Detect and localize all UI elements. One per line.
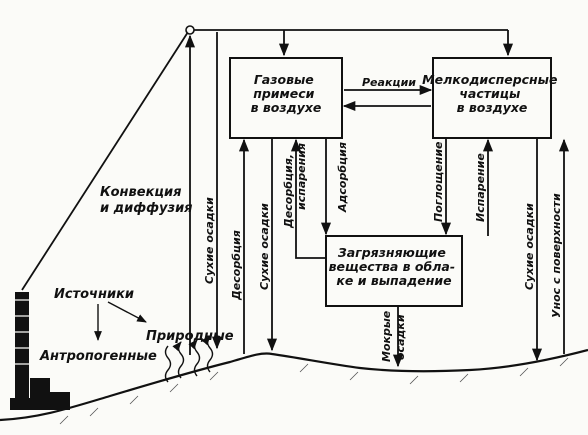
dry-deposition-mid-label: Сухие осадки [258,203,271,290]
adsorption-label: Адсорбция [336,142,349,213]
desorption-evaporation-arrow [290,138,326,259]
natural-emission-icon [164,335,214,383]
particles-box-line-3: в воздухе [457,100,528,115]
gas-box-line-3: в воздухе [251,100,322,115]
particles-box [432,57,552,139]
natural-label: Природные [146,329,234,344]
anthropogenic-label: Антропогенные [39,349,157,364]
reactions-label: Реакции [362,76,416,89]
desorption-evaporation-label-2: испарения [295,143,308,210]
gas-box-line-1: Газовые [254,72,314,87]
sources-to-natural-arrow [107,301,147,323]
dry-deposition-right-label: Сухие осадки [523,203,536,290]
gas-box [229,57,343,139]
desorption-evaporation-label-1: Десорбция, [282,154,295,229]
surface-removal-label: Унос с поверхности [550,193,563,318]
convection-line [21,31,189,291]
cloud-box-line-1: Загрязняющие [338,245,446,260]
ground-line [0,348,588,422]
gas-box-line-2: примеси [253,86,314,101]
particles-box-line-1: Мелкодисперсные [422,72,557,87]
particles-box-line-2: частицы [459,86,520,101]
desorption-label: Десорбция [230,230,243,301]
ground-hatch [59,357,569,425]
cloud-box-line-3: ке и выпадение [336,273,451,288]
svg-text:Загрязняющие вещества в об: Загрязняющие вещества в обла- ке и выпад… [329,245,460,288]
factory-icon [10,292,70,410]
cloud-box-line-2: вещества в обла- [329,259,455,274]
svg-text:Мелкодисперсные частицы: Мелкодисперсные частицы в воздухе [422,72,562,115]
top-node [185,25,195,35]
cloud-box [325,235,463,307]
svg-text:Газовые примеси в возд: Газовые примеси в воздухе [251,72,322,115]
convection-label-1: Конвекция [100,185,182,200]
dry-deposition-left-label: Сухие осадки [203,197,216,284]
absorption-label: Поглощение [432,141,445,222]
sources-label: Источники [54,287,134,302]
wet-label-1: Мокрые [380,310,393,362]
wet-label-2: осадки [394,314,407,360]
evaporation-label: Испарение [474,153,487,222]
convection-label-2: и диффузия [100,201,193,216]
